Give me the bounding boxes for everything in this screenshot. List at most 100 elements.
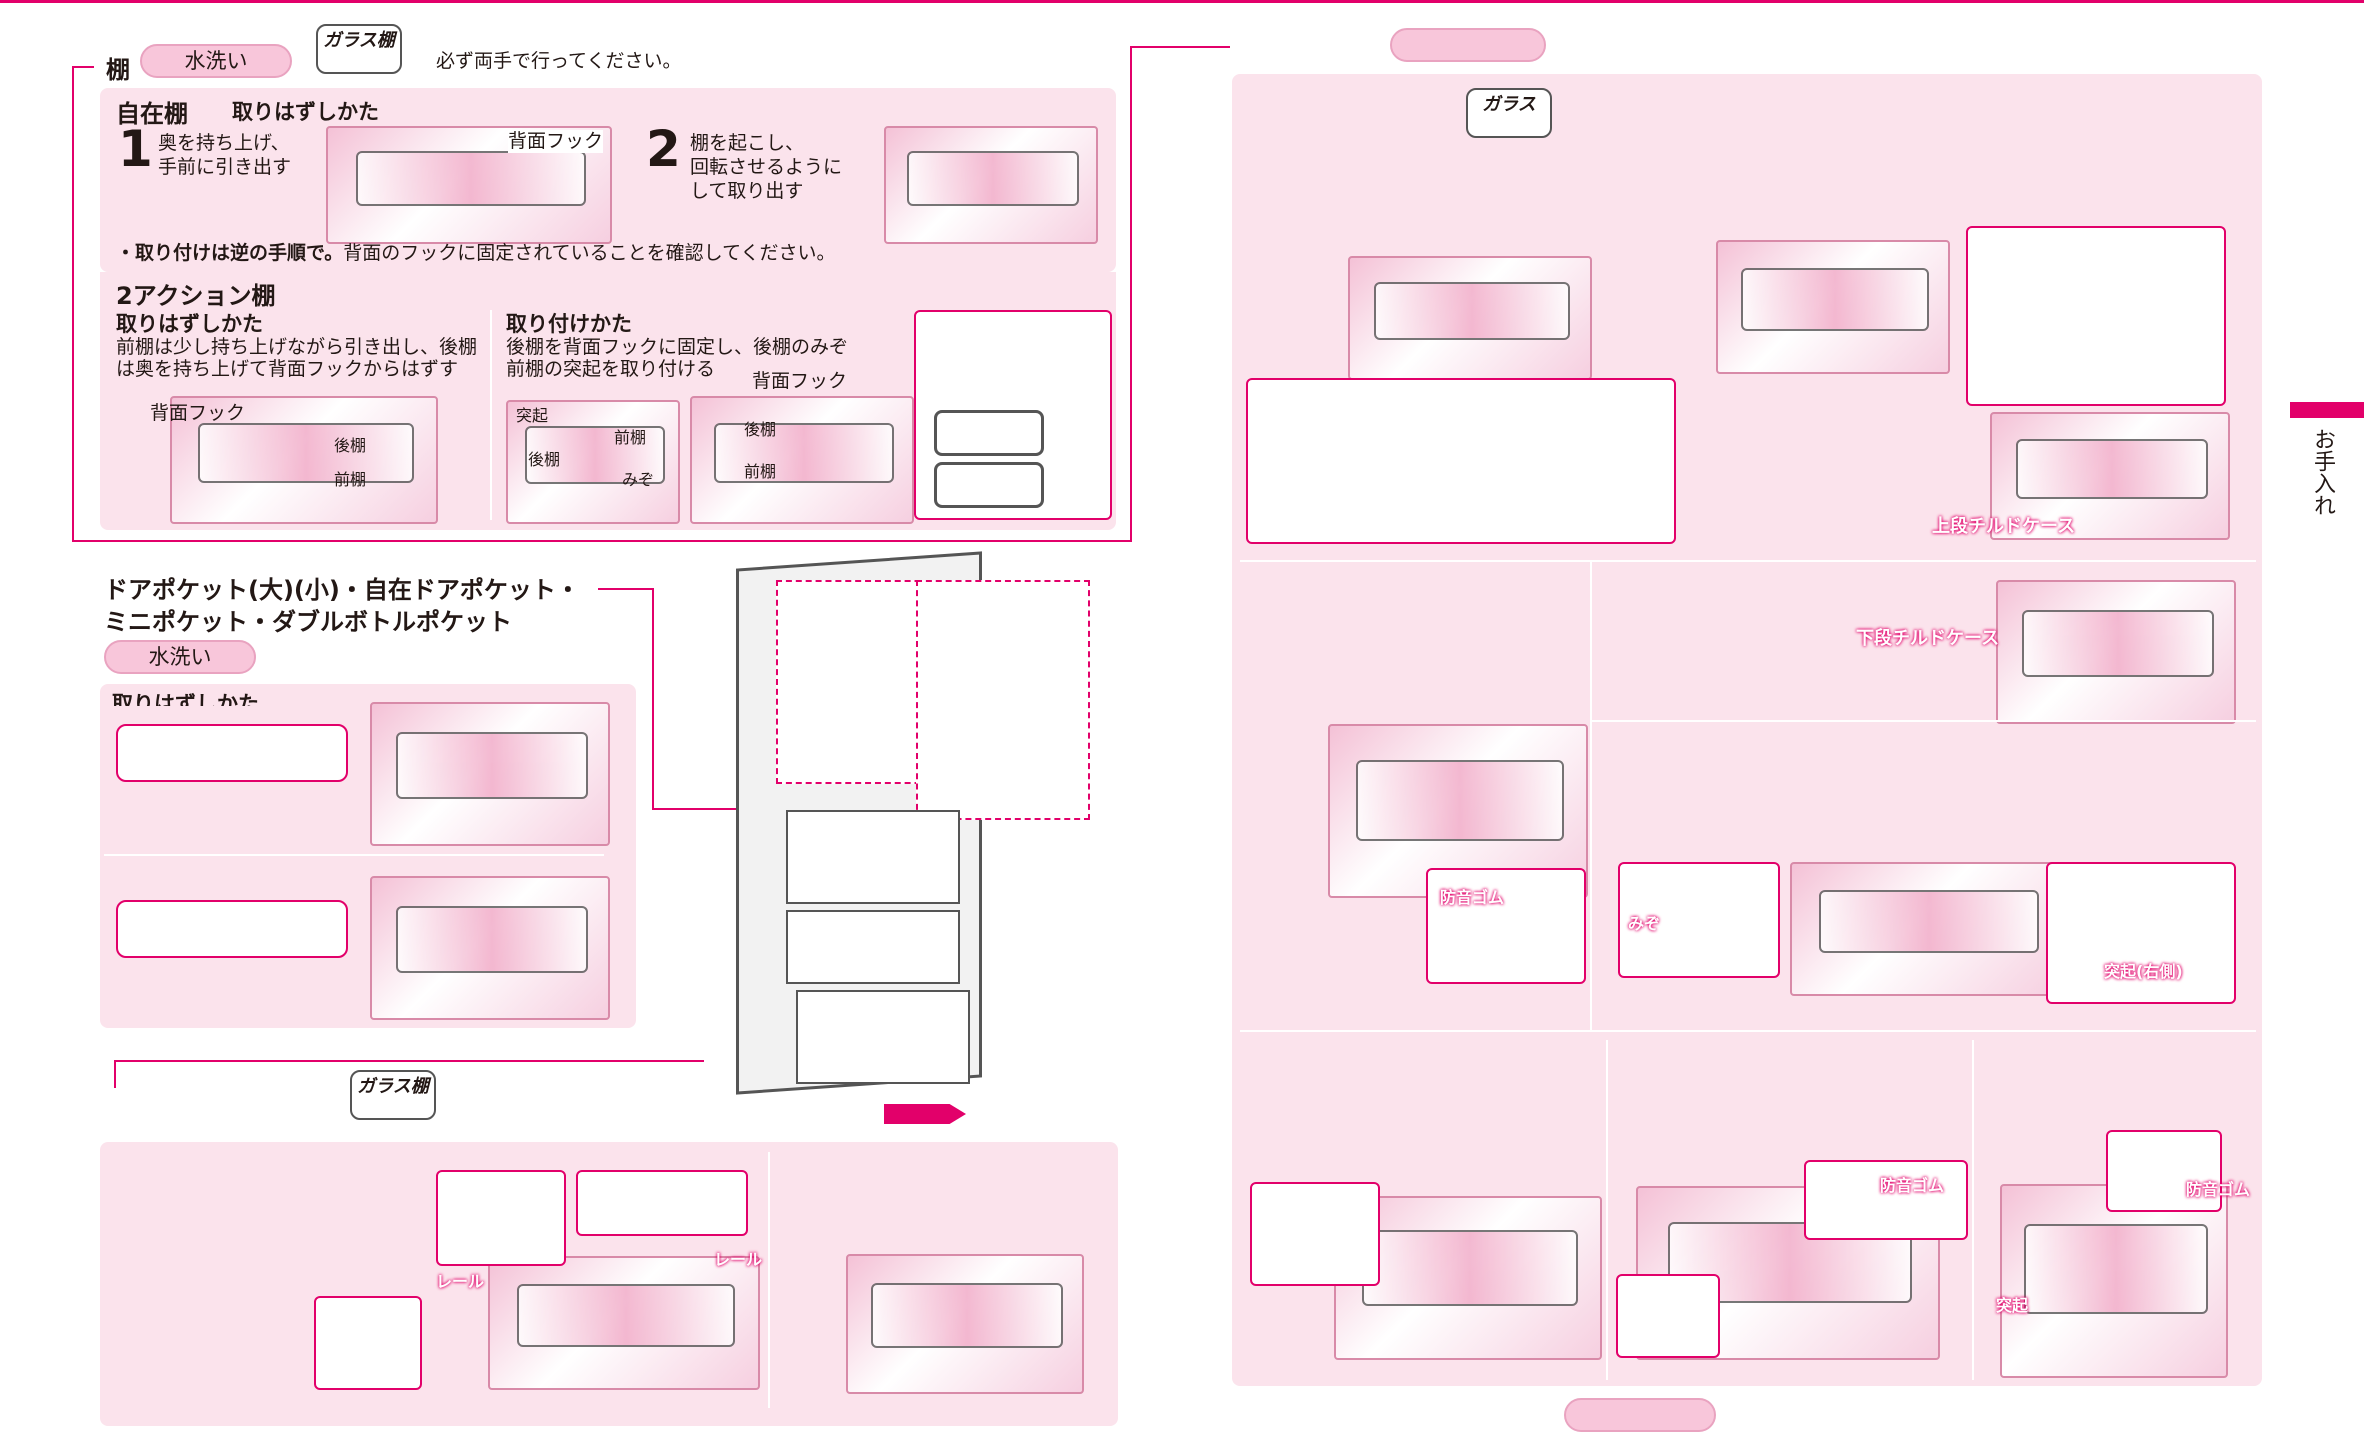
frame-right-line bbox=[1130, 46, 1132, 542]
right-col-divider-1 bbox=[1590, 560, 1592, 1030]
step2-number: 2 bbox=[646, 120, 681, 178]
chilled-case-remove-illustration-1 bbox=[1348, 256, 1592, 380]
bottom-detail-2 bbox=[576, 1170, 748, 1236]
door-pocket-illustration-2 bbox=[370, 876, 610, 1020]
bottom-detail-3 bbox=[314, 1296, 422, 1390]
right-row-divider-1 bbox=[1240, 560, 2256, 562]
drawer-packing-detail bbox=[1426, 868, 1586, 984]
packing-detail-2 bbox=[1804, 1160, 1968, 1240]
frame-top-right-line bbox=[1130, 46, 1230, 48]
door-pocket-callout-1 bbox=[116, 724, 348, 782]
door-pocket-illustration-1 bbox=[370, 702, 610, 846]
two-action-remove-line2: は奥を持ち上げて背面フックからはずす bbox=[116, 358, 459, 380]
install-note-bold: ・取り付けは逆の手順で。 bbox=[116, 242, 344, 264]
step2-text-line1: 棚を起こし、 bbox=[690, 132, 805, 154]
bottom-glass-shelf-tag: ガラス棚 bbox=[350, 1070, 436, 1120]
install-back-shelf-label-2: 後棚 bbox=[744, 420, 777, 439]
right-col-divider-2 bbox=[1606, 1040, 1608, 1380]
install-back-shelf-label-1: 後棚 bbox=[528, 450, 561, 469]
install-front-shelf-label-1: 前棚 bbox=[614, 428, 647, 447]
bottom-detail-1 bbox=[436, 1170, 566, 1266]
case-slide-detail-1 bbox=[1250, 1182, 1380, 1286]
shelf-edge-detail-2 bbox=[934, 462, 1044, 508]
bottom-left-frame-v bbox=[114, 1060, 116, 1088]
protrusion-label: 突起 bbox=[1996, 1296, 2029, 1315]
case-rail-illustration bbox=[1790, 862, 2064, 996]
packing-detail-3 bbox=[2106, 1130, 2222, 1212]
door-pocket-divider bbox=[104, 854, 604, 856]
protrusion-right-detail bbox=[2046, 862, 2236, 1004]
door-pocket-remove-title: 取りはずしかた bbox=[112, 692, 259, 706]
bottom-left-frame-h bbox=[114, 1060, 704, 1062]
lower-chilled-illustration bbox=[1996, 580, 2236, 724]
chilled-case-remove-illustration-2 bbox=[1716, 240, 1950, 374]
packing-label-1: 防音ゴム bbox=[1440, 888, 1505, 907]
groove-left-label: みぞ bbox=[1628, 914, 1661, 933]
remove-front-shelf-label: 前棚 bbox=[334, 470, 367, 489]
fridge-drawer-2 bbox=[786, 910, 960, 984]
glass-shelf-tag: ガラス棚 bbox=[316, 24, 402, 74]
install-detail-illustration bbox=[506, 400, 680, 524]
free-shelf-title: 自在棚 bbox=[116, 100, 188, 128]
shelf-edge-detail-1 bbox=[934, 410, 1044, 456]
remove-back-shelf-label: 後棚 bbox=[334, 436, 367, 455]
door-pocket-callout-2 bbox=[116, 900, 348, 958]
install-shelf-illustration bbox=[690, 396, 914, 524]
right-glass-tag: ガラス bbox=[1466, 88, 1552, 138]
right-top-pill bbox=[1390, 28, 1546, 62]
case-insert-illustration bbox=[2000, 1184, 2228, 1378]
chilled-room-detail bbox=[1966, 226, 2226, 406]
door-pocket-title-line2: ミニポケット・ダブルボトルポケット bbox=[104, 608, 512, 636]
water-wash-badge: 水洗い bbox=[140, 44, 292, 78]
frame-bottom-line bbox=[72, 540, 1132, 542]
install-hook-label: 背面フック bbox=[752, 370, 848, 392]
fridge-door-pocket-area bbox=[916, 580, 1090, 820]
side-tab-label: お手入れ bbox=[2310, 428, 2335, 516]
bottom-glass-illustration bbox=[488, 1256, 760, 1390]
bottom-glass-rotate-illustration bbox=[846, 1254, 1084, 1394]
two-action-callout-box bbox=[914, 310, 1112, 520]
step2-text-line3: して取り出す bbox=[690, 180, 804, 202]
two-action-remove-illustration bbox=[170, 396, 438, 524]
install-protrusion-label: 突起 bbox=[516, 406, 549, 425]
bottom-left-divider bbox=[768, 1152, 770, 1408]
install-front-shelf-label-2: 前棚 bbox=[744, 462, 777, 481]
step2-illustration bbox=[884, 126, 1098, 244]
step1-text-line1: 奥を持ち上げ、 bbox=[158, 132, 290, 154]
right-row-divider-3 bbox=[1240, 1030, 2256, 1032]
protrusion-right-label: 突起(右側) bbox=[2104, 962, 2183, 981]
upper-chilled-label: 上段チルドケース bbox=[1932, 516, 2076, 537]
bottom-rail-label-1: レール bbox=[436, 1272, 485, 1291]
step1-hook-label: 背面フック bbox=[508, 130, 604, 153]
fridge-drawer-3 bbox=[796, 990, 970, 1084]
door-pocket-title-line1: ドアポケット(大)(小)・自在ドアポケット・ bbox=[104, 576, 580, 604]
step1-number: 1 bbox=[118, 120, 153, 178]
chilled-case-detail-row bbox=[1246, 378, 1676, 544]
groove-left-detail bbox=[1618, 862, 1780, 978]
bottom-rail-label-2: レール bbox=[714, 1250, 763, 1269]
frame-left-line bbox=[72, 66, 74, 542]
two-action-divider bbox=[490, 310, 492, 520]
step2-text-line2: 回転させるように bbox=[690, 156, 843, 178]
shelf-heading-fragment: 棚 bbox=[106, 56, 130, 84]
refrigerator-illustration bbox=[736, 551, 1092, 1100]
next-arrow bbox=[884, 1104, 966, 1124]
both-hands-note: 必ず両手で行ってください。 bbox=[436, 50, 682, 72]
case-slide-detail-2 bbox=[1616, 1274, 1720, 1358]
two-action-install-line2: 前棚の突起を取り付ける bbox=[506, 358, 716, 380]
top-rule bbox=[0, 0, 2364, 3]
two-action-install-title: 取り付けかた bbox=[506, 312, 632, 336]
upper-chilled-illustration bbox=[1990, 412, 2230, 540]
door-pocket-leader-v bbox=[652, 588, 654, 810]
free-shelf-subtitle: 取りはずしかた bbox=[232, 100, 379, 124]
remove-hook-label: 背面フック bbox=[150, 402, 246, 424]
fridge-drawer-1 bbox=[786, 810, 960, 904]
frame-top-left-line bbox=[72, 66, 94, 68]
right-col-divider-3 bbox=[1972, 1040, 1974, 1380]
two-action-install-line1: 後棚を背面フックに固定し、後棚のみぞ bbox=[506, 336, 849, 358]
door-pocket-leader bbox=[598, 588, 654, 590]
right-row-divider-2 bbox=[1592, 720, 2256, 722]
door-pocket-water-wash: 水洗い bbox=[104, 640, 256, 674]
free-shelf-install-note: ・取り付けは逆の手順で。背面のフックに固定されていることを確認してください。 bbox=[116, 242, 836, 265]
lower-chilled-label: 下段チルドケース bbox=[1856, 628, 2000, 649]
